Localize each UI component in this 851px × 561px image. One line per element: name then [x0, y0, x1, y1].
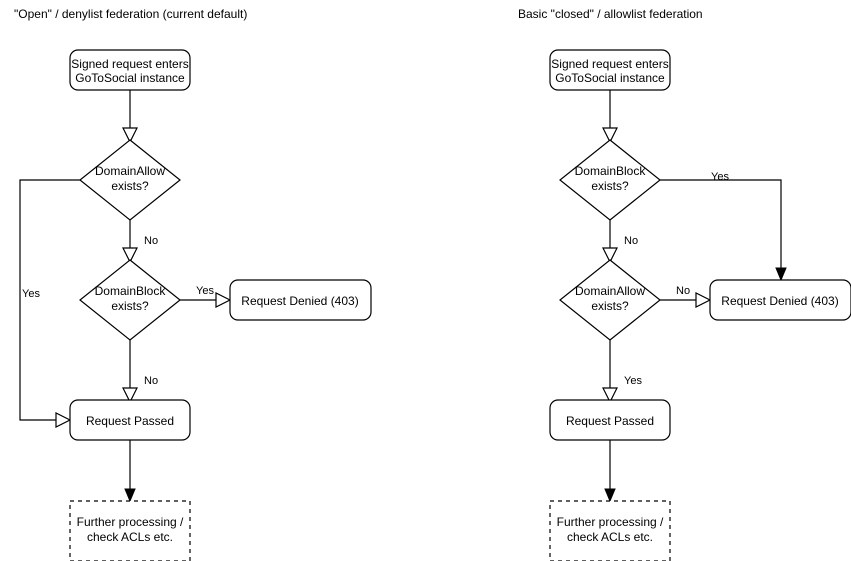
domainallow-line2-closed: exists?	[591, 299, 629, 313]
domainallow-line2: exists?	[111, 179, 149, 193]
further-box-line2-closed: check ACLs etc.	[567, 530, 653, 544]
edge-label-yes-domainblock: Yes	[196, 285, 214, 297]
column-closed-federation: Basic "closed" / allowlist federation Si…	[518, 7, 851, 561]
node-entry-open[interactable]: Signed request enters GoToSocial instanc…	[69, 49, 191, 91]
denied-box-label-closed: Request Denied (403)	[721, 294, 838, 308]
denied-box-label: Request Denied (403)	[241, 294, 358, 308]
column-open-federation: "Open" / denylist federation (current de…	[14, 7, 372, 561]
edge-label-yes-domainallow-closed: Yes	[624, 375, 642, 387]
entry-box-line1: Signed request enters	[71, 57, 188, 71]
edge-label-yes-domainblock-closed: Yes	[711, 171, 729, 183]
node-further-closed[interactable]: Further processing / check ACLs etc.	[549, 500, 671, 561]
node-passed-open[interactable]: Request Passed	[69, 399, 191, 441]
node-domainblock-closed[interactable]: DomainBlock exists?	[559, 139, 661, 221]
edge-domainallow-no-to-domainblock: No	[122, 220, 158, 264]
edge-label-no-domainallow-closed: No	[676, 285, 690, 297]
further-box-shape	[69, 500, 191, 561]
edge-domainallow-yes-to-passed-closed: Yes	[602, 340, 642, 404]
entry-box-line2-closed: GoToSocial instance	[555, 71, 665, 85]
further-box-line1-closed: Further processing /	[557, 515, 664, 529]
node-domainallow-closed[interactable]: DomainAllow exists?	[559, 259, 661, 341]
edge-domainblock-yes-to-denied-closed: Yes	[660, 171, 787, 282]
node-domainallow-open[interactable]: DomainAllow exists?	[79, 139, 181, 221]
edge-passed-to-further	[124, 440, 136, 503]
passed-box-label: Request Passed	[86, 414, 174, 428]
edge-domainblock-no-to-passed: No	[122, 340, 158, 404]
edge-label-no-domainallow: No	[144, 235, 158, 247]
domainblock-line2-closed: exists?	[591, 179, 629, 193]
edge-domainblock-yes-to-denied: Yes	[180, 285, 232, 308]
entry-box-line2: GoToSocial instance	[75, 71, 185, 85]
edge-domainallow-no-to-denied-closed: No	[660, 285, 712, 308]
denied-box-shape-closed	[709, 279, 851, 321]
passed-box-label-closed: Request Passed	[566, 414, 654, 428]
node-passed-closed[interactable]: Request Passed	[549, 399, 671, 441]
node-denied-closed[interactable]: Request Denied (403)	[709, 279, 851, 321]
domainallow-line1-closed: DomainAllow	[575, 284, 645, 298]
edge-label-no-domainblock: No	[144, 375, 158, 387]
edge-domainblock-no-to-domainallow-closed: No	[602, 220, 638, 264]
entry-box-line1-closed: Signed request enters	[551, 57, 668, 71]
edge-entry-to-domainblock-closed	[602, 90, 618, 144]
denied-box-shape	[229, 279, 372, 321]
domainblock-line1: DomainBlock	[95, 284, 167, 298]
further-box-line2: check ACLs etc.	[87, 530, 173, 544]
column-title-closed: Basic "closed" / allowlist federation	[518, 7, 703, 21]
edge-label-no-domainblock-closed: No	[624, 235, 638, 247]
edge-passed-to-further-closed	[604, 440, 616, 503]
further-box-line1: Further processing /	[77, 515, 184, 529]
edge-label-yes-domainallow: Yes	[22, 288, 40, 300]
edge-entry-to-domainallow	[122, 90, 138, 144]
domainallow-line1: DomainAllow	[95, 164, 165, 178]
domainblock-line2: exists?	[111, 299, 149, 313]
node-denied-open[interactable]: Request Denied (403)	[229, 279, 372, 321]
further-box-shape-closed	[549, 500, 671, 561]
domainblock-line1-closed: DomainBlock	[575, 164, 647, 178]
node-entry-closed[interactable]: Signed request enters GoToSocial instanc…	[549, 49, 671, 91]
column-title-open: "Open" / denylist federation (current de…	[14, 7, 247, 21]
edge-domainallow-yes-to-passed: Yes	[19, 179, 80, 428]
node-further-open[interactable]: Further processing / check ACLs etc.	[69, 500, 191, 561]
node-domainblock-open[interactable]: DomainBlock exists?	[79, 259, 181, 341]
